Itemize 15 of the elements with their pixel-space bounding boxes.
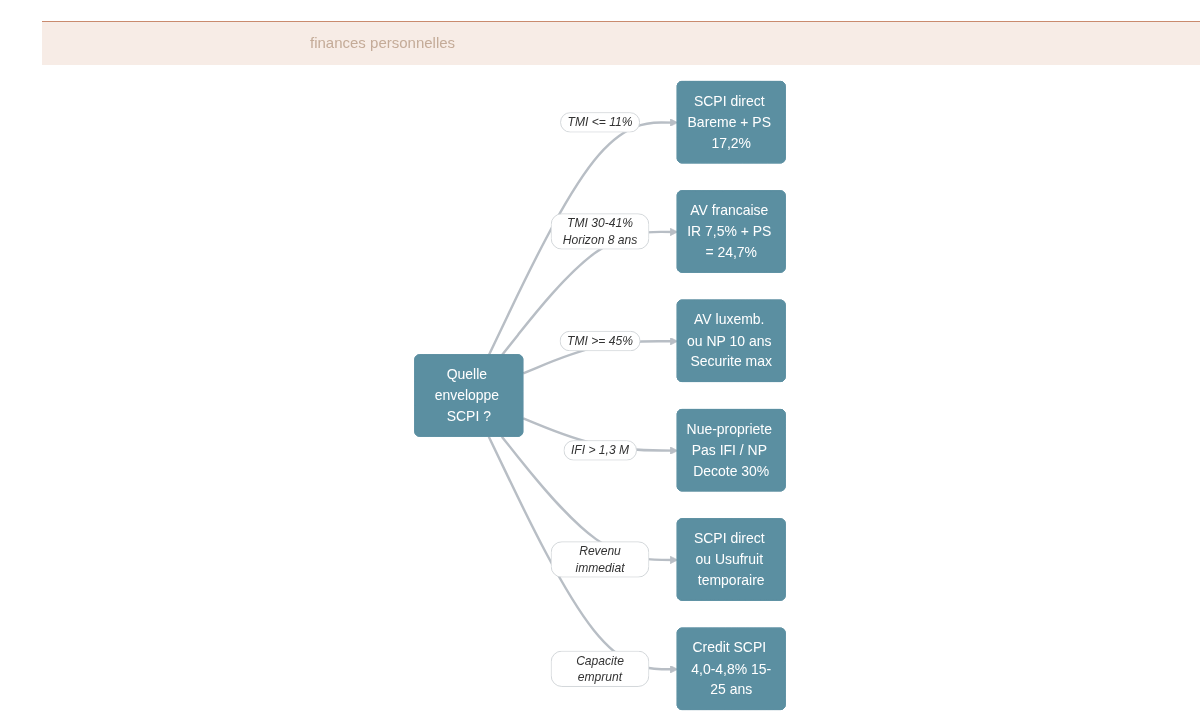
process-box: SCPI direct ou Usufruit temporaire xyxy=(676,518,786,601)
edge-label: Capacite emprunt xyxy=(550,650,650,688)
edge-label: TMI <= 11% xyxy=(560,112,640,133)
process-box: AV luxemb. ou NP 10 ans Securite max xyxy=(676,299,786,382)
arrow xyxy=(487,118,679,356)
header-tagline: finances personnelles xyxy=(310,34,456,51)
process-box: Nue-propriete Pas IFI / NP Decote 30% xyxy=(676,409,786,492)
edge-label: IFI > 1,3 M xyxy=(563,440,637,461)
edge-label: Revenu immediat xyxy=(550,541,650,578)
process-box: Quelle enveloppe SCPI ? xyxy=(414,354,524,437)
edge-label: TMI >= 45% xyxy=(559,330,641,351)
process-box: Credit SCPI 4,0-4,8% 15-25 ans xyxy=(676,627,786,711)
edge-label: TMI 30-41% Horizon 8 ans xyxy=(550,213,650,250)
process-box: AV francaise IR 7,5% + PS = 24,7% xyxy=(676,190,786,273)
process-box: SCPI direct Bareme + PS 17,2% xyxy=(676,80,786,164)
